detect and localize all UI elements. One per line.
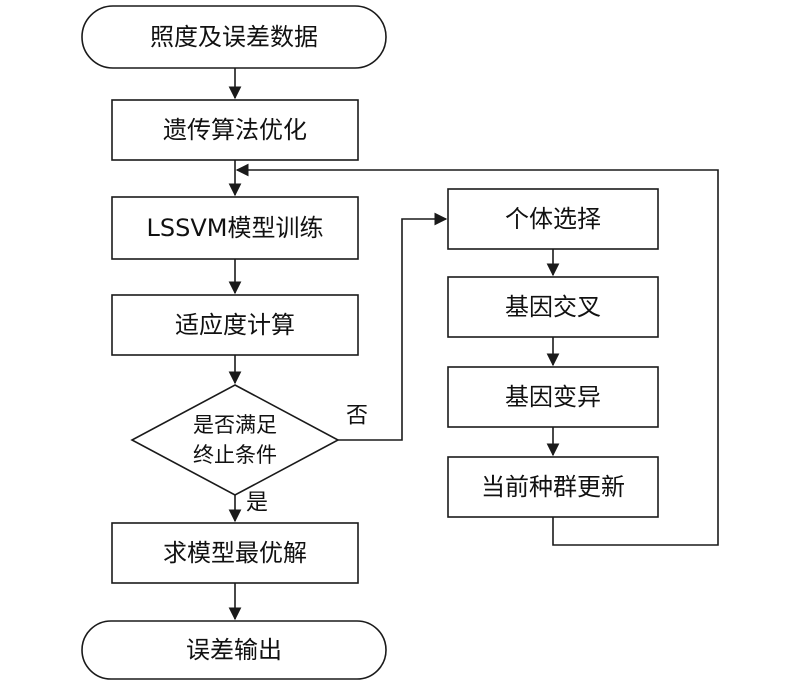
crossover-label: 基因交叉 <box>505 293 601 321</box>
best-model-node: 求模型最优解 <box>111 522 359 584</box>
ga-optimize-node: 遗传算法优化 <box>111 99 359 161</box>
edge-label-yes: 是 <box>246 491 268 516</box>
ga-optimize-label: 遗传算法优化 <box>163 116 307 144</box>
best-model-label: 求模型最优解 <box>163 539 307 567</box>
end-node-label: 误差输出 <box>186 636 282 664</box>
selection-label: 个体选择 <box>505 205 601 233</box>
update-label: 当前种群更新 <box>481 473 625 501</box>
edge-decision-to-selection-no <box>338 212 448 441</box>
mutation-label: 基因变异 <box>505 383 601 411</box>
edge-update-loop-back <box>235 163 719 546</box>
selection-node: 个体选择 <box>447 188 659 250</box>
fitness-node: 适应度计算 <box>111 294 359 356</box>
decision-node: 是否满足 终止条件 <box>130 384 340 496</box>
update-node: 当前种群更新 <box>447 456 659 518</box>
mutation-node: 基因变异 <box>447 366 659 428</box>
fitness-label: 适应度计算 <box>175 311 295 339</box>
decision-label-line1: 是否满足 <box>193 413 277 437</box>
decision-label-line2: 终止条件 <box>193 443 277 467</box>
lssvm-train-label: LSSVM模型训练 <box>147 214 324 242</box>
lssvm-train-node: LSSVM模型训练 <box>111 196 359 260</box>
start-node: 照度及误差数据 <box>81 5 387 69</box>
end-node: 误差输出 <box>81 620 387 680</box>
edge-label-no: 否 <box>346 404 368 429</box>
crossover-node: 基因交叉 <box>447 276 659 338</box>
start-node-label: 照度及误差数据 <box>150 23 318 51</box>
